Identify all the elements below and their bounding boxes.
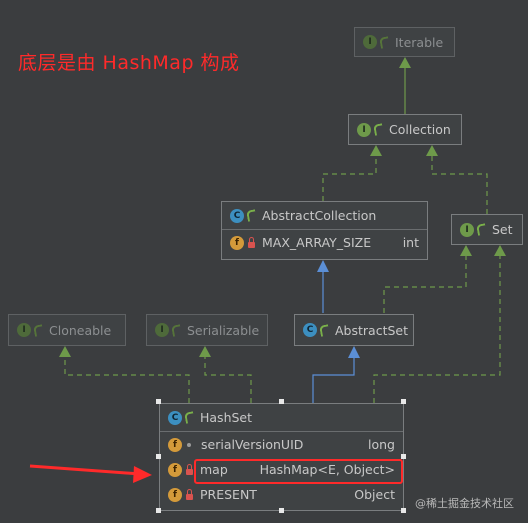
edge-abstractset-set — [383, 246, 467, 313]
field-name: PRESENT — [200, 487, 257, 502]
interface-icon: I — [460, 222, 474, 237]
node-label: Cloneable — [49, 322, 112, 338]
node-cloneable[interactable]: I Cloneable — [8, 314, 126, 346]
interface-icon: I — [17, 323, 31, 337]
field-name: MAX_ARRAY_SIZE — [262, 235, 372, 250]
public-leaf-icon — [33, 323, 44, 337]
public-leaf-icon — [319, 323, 330, 337]
node-label: HashSet — [200, 410, 253, 425]
node-label: Serializable — [187, 322, 260, 338]
node-iterable[interactable]: I Iterable — [354, 27, 455, 57]
node-abstract-collection[interactable]: C AbstractCollection f MAX_ARRAY_SIZE in… — [221, 201, 428, 260]
lock-icon — [248, 236, 255, 248]
field-row[interactable]: f MAX_ARRAY_SIZE int — [222, 230, 427, 255]
arrowhead-iterable — [399, 57, 411, 68]
selection-handle[interactable] — [401, 399, 406, 404]
arrowhead-set-right — [494, 245, 506, 256]
diagram-caption: 底层是由 HashMap 构成 — [18, 52, 240, 74]
node-hashset[interactable]: C HashSet f serialVersionUID long f map … — [159, 403, 404, 511]
edge-hashset-set — [373, 246, 501, 403]
field-name: map — [200, 462, 228, 477]
class-icon: C — [168, 410, 182, 425]
edge-hashset-serializable — [204, 347, 252, 403]
public-leaf-icon — [246, 209, 257, 222]
selection-handle[interactable] — [156, 454, 161, 459]
node-serializable[interactable]: I Serializable — [146, 314, 268, 346]
node-label: AbstractCollection — [262, 208, 377, 223]
interface-icon: I — [363, 35, 377, 49]
edge-abstractcollection-collection — [322, 146, 377, 201]
edge-set-collection — [431, 146, 488, 214]
field-name: serialVersionUID — [201, 437, 304, 452]
arrowhead-collection-right — [426, 145, 438, 156]
node-label: Iterable — [395, 34, 444, 50]
node-label: AbstractSet — [335, 322, 408, 338]
interface-icon: I — [357, 122, 371, 137]
red-pointer-arrow — [29, 464, 141, 476]
arrowhead-cloneable — [59, 346, 71, 357]
field-icon: f — [168, 437, 182, 452]
map-field-highlight-box — [194, 459, 403, 484]
arrowhead-collection-left — [370, 145, 382, 156]
field-row-map[interactable]: f map HashMap<E, Object> — [160, 457, 403, 482]
field-type: int — [402, 235, 419, 250]
arrowhead-abstractset — [348, 346, 360, 358]
lock-icon — [186, 463, 193, 475]
public-leaf-icon — [184, 411, 195, 424]
field-row-present[interactable]: f PRESENT Object — [160, 482, 403, 507]
selection-handle[interactable] — [156, 508, 161, 513]
node-label: Set — [492, 222, 513, 237]
class-icon: C — [230, 208, 244, 223]
lock-icon — [186, 488, 193, 500]
selection-handle[interactable] — [401, 508, 406, 513]
field-icon: f — [168, 462, 182, 477]
public-leaf-icon — [379, 35, 390, 49]
field-row-serial-version-uid[interactable]: f serialVersionUID long — [160, 432, 403, 457]
public-leaf-icon — [373, 123, 384, 136]
field-type: Object — [354, 487, 395, 502]
field-icon: f — [168, 487, 182, 502]
field-icon: f — [230, 235, 244, 250]
selection-handle[interactable] — [401, 454, 406, 459]
public-leaf-icon — [476, 223, 487, 236]
watermark: @稀土掘金技术社区 — [415, 497, 514, 510]
node-set[interactable]: I Set — [451, 214, 523, 245]
node-collection[interactable]: I Collection — [348, 114, 462, 145]
public-leaf-icon — [171, 323, 182, 337]
arrowhead-serializable — [199, 346, 211, 357]
arrowhead-abstractcollection — [317, 260, 329, 272]
class-icon: C — [303, 323, 317, 337]
field-type: HashMap<E, Object> — [259, 462, 395, 477]
selection-handle[interactable] — [156, 399, 161, 404]
node-abstract-set[interactable]: C AbstractSet — [294, 314, 414, 346]
selection-handle[interactable] — [279, 399, 284, 404]
interface-icon: I — [155, 323, 169, 337]
red-arrowhead — [133, 466, 152, 483]
arrowhead-set-left — [460, 245, 472, 256]
node-label: Collection — [389, 122, 451, 137]
field-type: long — [368, 437, 395, 452]
package-private-icon — [187, 442, 191, 447]
edge-hashset-abstractset — [312, 347, 355, 403]
edge-hashset-cloneable — [64, 347, 190, 403]
selection-handle[interactable] — [279, 508, 284, 513]
